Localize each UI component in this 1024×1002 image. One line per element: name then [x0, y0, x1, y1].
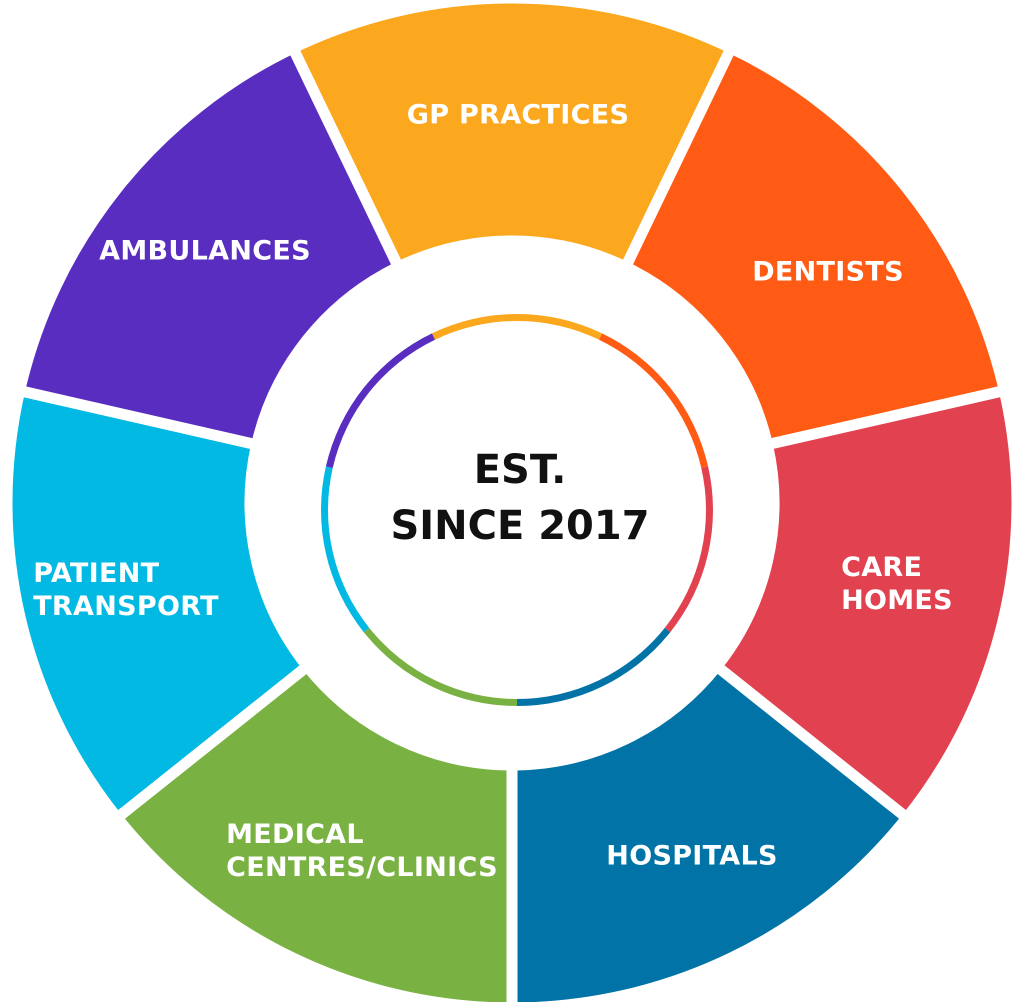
- segment-label-patient-transport: PATIENT TRANSPORT: [33, 557, 219, 623]
- patient-line2: TRANSPORT: [33, 591, 219, 622]
- inner-ring-arc-hospitals: [517, 627, 671, 706]
- segment-label-hospitals: HOSPITALS: [606, 840, 778, 872]
- inner-ring-arc-medical-centres-clinics: [363, 627, 517, 706]
- segment-label-medical-centres: MEDICAL CENTRES/CLINICS: [226, 818, 498, 884]
- inner-ring-arc-gp-practices: [431, 314, 603, 340]
- segment-label-care-homes: CARE HOMES: [841, 551, 953, 617]
- wheel-segment-care-homes: [709, 384, 1023, 826]
- care-homes-line1: CARE: [841, 552, 923, 583]
- center-line2: SINCE 2017: [390, 503, 650, 549]
- care-homes-line2: HOMES: [841, 585, 953, 616]
- inner-ring-arc-patient-transport: [321, 466, 370, 633]
- medical-line1: MEDICAL: [226, 819, 364, 850]
- wheel-segment-medical-centres-clinics: [109, 658, 518, 1002]
- wheel-segment-dentists: [618, 40, 1011, 452]
- center-established-text: EST. SINCE 2017: [390, 442, 649, 554]
- segment-label-dentists: DENTISTS: [752, 256, 904, 288]
- wheel-segment-gp-practices: [285, 0, 739, 275]
- inner-ring-arc-care-homes: [664, 466, 713, 633]
- wheel-segment-ambulances: [13, 40, 406, 452]
- center-line1: EST.: [473, 447, 567, 493]
- patient-line1: PATIENT: [33, 558, 160, 589]
- segment-label-ambulances: AMBULANCES: [99, 235, 311, 267]
- segment-label-gp-practices: GP PRACTICES: [406, 99, 630, 131]
- medical-line2: CENTRES/CLINICS: [226, 852, 498, 883]
- wheel-segment-hospitals: [506, 658, 915, 1002]
- wheel-segment-patient-transport: [1, 384, 315, 826]
